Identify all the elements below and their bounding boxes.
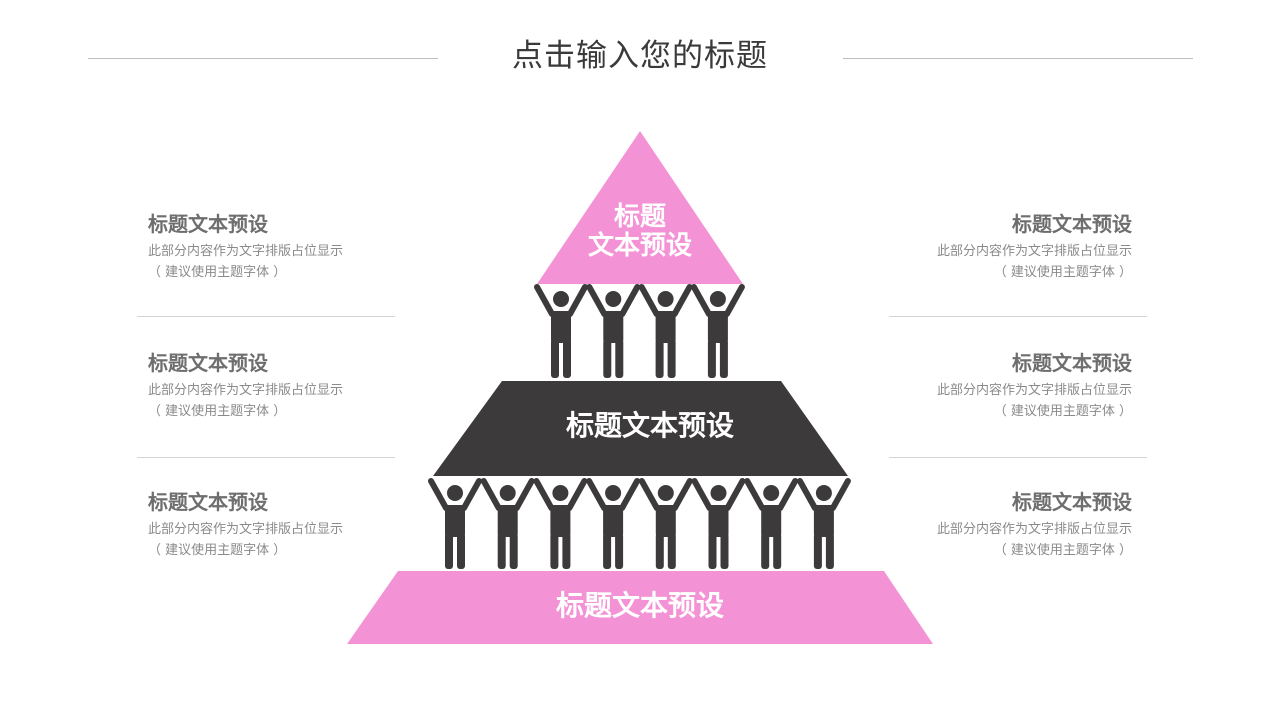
right-item-note: （ 建议使用主题字体 ） <box>993 265 1132 280</box>
person-icon <box>744 478 799 569</box>
pyramid-top-label-line1: 标题 <box>613 202 666 232</box>
left-item-desc: 此部分内容作为文字排版占位显示 <box>148 522 344 537</box>
pyramid-middle-label: 标题文本预设 <box>565 409 734 442</box>
right-item-note: （ 建议使用主题字体 ） <box>993 543 1132 558</box>
person-icon <box>638 284 693 378</box>
left-divider-1 <box>137 316 395 317</box>
right-item-2: 标题文本预设 此部分内容作为文字排版占位显示 （ 建议使用主题字体 ） <box>872 349 1132 422</box>
person-icon <box>480 478 535 569</box>
right-item-desc: 此部分内容作为文字排版占位显示 <box>936 522 1132 537</box>
person-icon <box>638 478 693 569</box>
left-item-heading[interactable]: 标题文本预设 <box>148 351 268 375</box>
right-item-desc: 此部分内容作为文字排版占位显示 <box>936 383 1132 398</box>
person-icon <box>690 284 745 378</box>
title-rule-right <box>843 58 1193 59</box>
pyramid-bottom-trapezoid[interactable] <box>347 571 933 644</box>
person-icon <box>533 478 588 569</box>
left-item-note: （ 建议使用主题字体 ） <box>148 265 287 280</box>
people-row-lower <box>428 478 851 569</box>
left-item-desc: 此部分内容作为文字排版占位显示 <box>148 383 344 398</box>
page-title[interactable]: 点击输入您的标题 <box>512 38 768 74</box>
right-item-heading[interactable]: 标题文本预设 <box>1012 212 1132 236</box>
person-icon <box>796 478 851 569</box>
person-icon <box>534 284 588 378</box>
left-divider-2 <box>137 457 395 458</box>
person-icon <box>691 478 746 569</box>
left-item-desc: 此部分内容作为文字排版占位显示 <box>148 244 344 259</box>
pyramid-top-label-line2: 文本预设 <box>587 231 692 261</box>
right-item-heading[interactable]: 标题文本预设 <box>1012 490 1132 514</box>
left-item-2: 标题文本预设 此部分内容作为文字排版占位显示 （ 建议使用主题字体 ） <box>148 349 408 422</box>
pyramid-bottom-label: 标题文本预设 <box>555 589 724 622</box>
left-item-heading[interactable]: 标题文本预设 <box>148 212 268 236</box>
left-item-note: （ 建议使用主题字体 ） <box>148 543 287 558</box>
title-rule-left <box>88 58 438 59</box>
right-item-desc: 此部分内容作为文字排版占位显示 <box>936 244 1132 259</box>
right-item-heading[interactable]: 标题文本预设 <box>1012 351 1132 375</box>
right-divider-1 <box>889 316 1147 317</box>
left-item-3: 标题文本预设 此部分内容作为文字排版占位显示 （ 建议使用主题字体 ） <box>148 488 408 561</box>
left-item-heading[interactable]: 标题文本预设 <box>148 490 268 514</box>
left-item-1: 标题文本预设 此部分内容作为文字排版占位显示 （ 建议使用主题字体 ） <box>148 210 408 283</box>
person-icon <box>586 284 641 378</box>
pyramid-top-label: 标题 文本预设 <box>560 203 720 261</box>
pyramid-middle-trapezoid[interactable] <box>433 381 848 476</box>
right-item-1: 标题文本预设 此部分内容作为文字排版占位显示 （ 建议使用主题字体 ） <box>872 210 1132 283</box>
right-item-3: 标题文本预设 此部分内容作为文字排版占位显示 （ 建议使用主题字体 ） <box>872 488 1132 561</box>
right-divider-2 <box>889 457 1147 458</box>
right-item-note: （ 建议使用主题字体 ） <box>993 404 1132 419</box>
person-icon <box>428 478 482 569</box>
people-row-upper <box>534 284 745 378</box>
left-item-note: （ 建议使用主题字体 ） <box>148 404 287 419</box>
person-icon <box>586 478 641 569</box>
pyramid-top-triangle[interactable] <box>537 131 743 284</box>
